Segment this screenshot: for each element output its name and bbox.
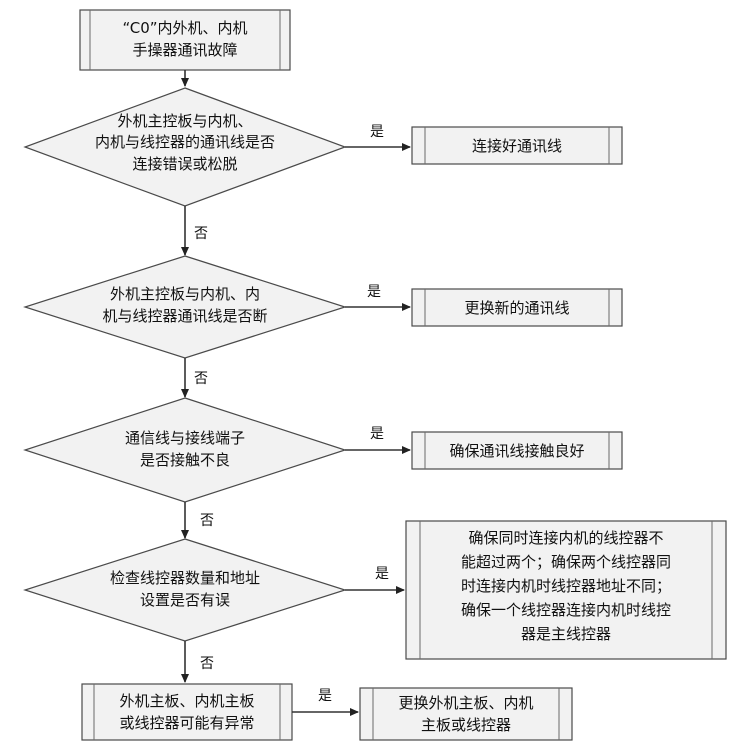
final-check-line-1: 外机主板、内机主板	[119, 692, 254, 710]
action-5: 更换外机主板、内机 主板或线控器	[359, 687, 573, 741]
yes-label-2: 是	[367, 284, 381, 300]
action-4-line-2: 能超过两个；确保两个线控器同	[461, 553, 671, 571]
action-3: 确保通讯线接触良好	[411, 431, 623, 470]
start-box: “C0”内外机、内机 手操器通讯故障	[79, 9, 291, 71]
action-4: 确保同时连接内机的线控器不 能超过两个；确保两个线控器同 时连接内机时线控器地址…	[405, 520, 727, 660]
action-4-line-5: 器是主线控器	[521, 625, 611, 643]
decision-4-line-2: 设置是否有误	[140, 591, 230, 609]
action-2: 更换新的通讯线	[411, 288, 623, 327]
no-label-4: 否	[200, 656, 214, 672]
decision-2: 外机主控板与内机、内 机与线控器通讯线是否断	[23, 255, 347, 359]
yes-label-5: 是	[318, 688, 332, 704]
decision-1: 外机主控板与内机、 内机与线控器的通讯线是否 连接错误或松脱	[23, 87, 347, 207]
decision-1-line-2: 内机与线控器的通讯线是否	[95, 133, 275, 151]
no-label-3: 否	[200, 513, 214, 529]
start-line-1: “C0”内外机、内机	[122, 19, 247, 37]
action-4-line-3: 时连接内机时线控器地址不同；	[461, 577, 671, 595]
start-line-2: 手操器通讯故障	[132, 41, 237, 59]
decision-2-line-2: 机与线控器通讯线是否断	[102, 307, 267, 325]
decision-3-line-2: 是否接触不良	[140, 451, 230, 469]
action-5-line-1: 更换外机主板、内机	[398, 694, 533, 712]
final-check-box: 外机主板、内机主板 或线控器可能有异常	[81, 683, 293, 741]
action-1-text: 连接好通讯线	[472, 137, 562, 155]
final-check-line-2: 或线控器可能有异常	[119, 714, 254, 732]
action-2-text: 更换新的通讯线	[464, 299, 569, 317]
action-5-line-2: 主板或线控器	[421, 716, 511, 734]
decision-1-line-1: 外机主控板与内机、	[117, 112, 252, 130]
decision-4: 检查线控器数量和地址 设置是否有误	[23, 538, 347, 642]
decision-2-line-1: 外机主控板与内机、内	[110, 285, 260, 303]
decision-3-line-1: 通信线与接线端子	[125, 429, 245, 447]
no-label-1: 否	[194, 226, 208, 242]
yes-label-3: 是	[370, 426, 384, 442]
action-1: 连接好通讯线	[411, 126, 623, 165]
yes-label-1: 是	[370, 124, 384, 140]
yes-label-4: 是	[375, 566, 389, 582]
no-label-2: 否	[194, 371, 208, 387]
decision-4-line-1: 检查线控器数量和地址	[110, 569, 260, 587]
action-3-text: 确保通讯线接触良好	[449, 442, 584, 460]
decision-1-line-3: 连接错误或松脱	[132, 155, 237, 173]
action-4-line-4: 确保一个线控器连接内机时线控	[461, 601, 671, 619]
decision-3: 通信线与接线端子 是否接触不良	[23, 397, 347, 503]
action-4-line-1: 确保同时连接内机的线控器不	[468, 529, 663, 547]
